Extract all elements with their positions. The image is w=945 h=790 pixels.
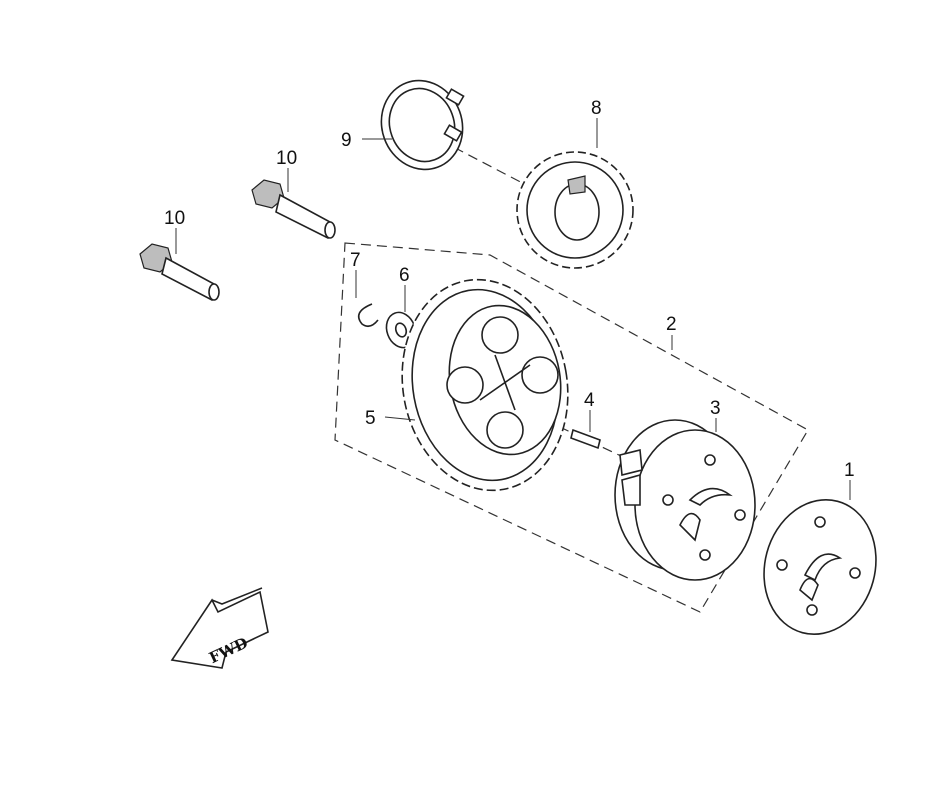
callout-9: 9 <box>341 130 352 151</box>
retaining-clip <box>357 303 379 328</box>
dowel-pin <box>570 428 601 450</box>
oil-pump-body <box>614 419 756 581</box>
bolt-lower <box>139 243 220 301</box>
leader-5 <box>384 416 416 421</box>
callout-3: 3 <box>710 398 721 419</box>
callout-1: 1 <box>844 460 855 481</box>
guide-line-circlip <box>439 139 556 201</box>
callout-5: 5 <box>365 408 376 429</box>
callout-10-upper: 10 <box>276 148 297 169</box>
callout-10-lower: 10 <box>164 208 185 229</box>
oil-pump-driven-gear <box>401 278 569 492</box>
circlip <box>380 79 465 171</box>
callout-7: 7 <box>350 250 361 271</box>
callout-8: 8 <box>591 98 602 119</box>
pump-cover-plate <box>763 498 877 636</box>
forward-direction-arrow: FWD <box>170 587 269 669</box>
callout-4: 4 <box>584 390 595 411</box>
callout-2: 2 <box>666 314 677 335</box>
bolt-upper <box>251 179 336 239</box>
callout-6: 6 <box>399 265 410 286</box>
small-drive-gear <box>516 151 634 269</box>
